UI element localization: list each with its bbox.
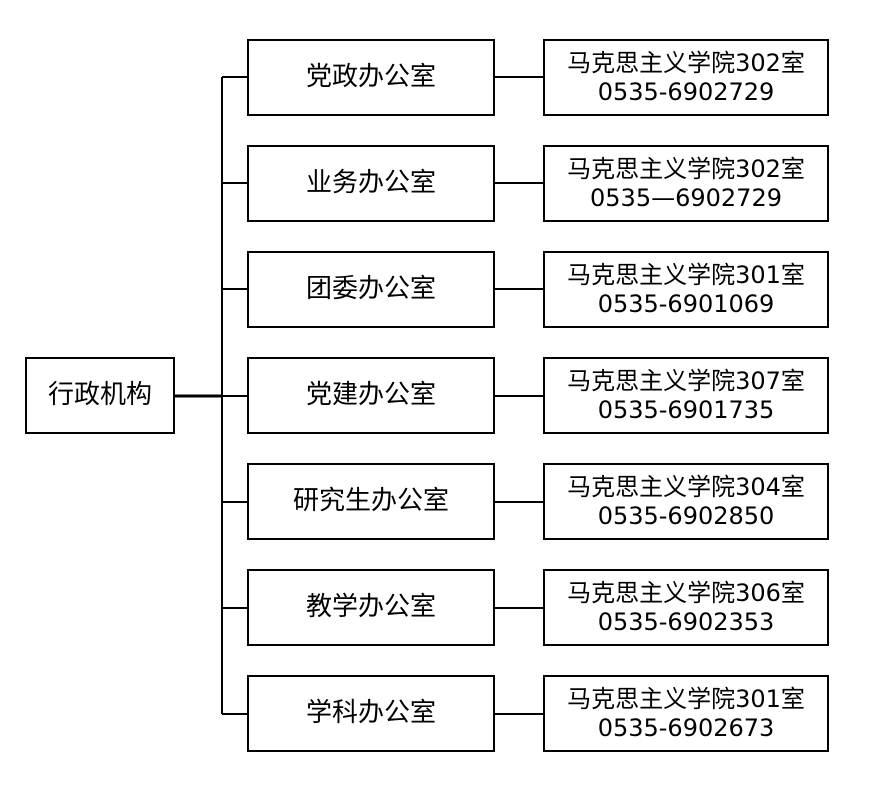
office-phone: 0535-6901735 [597, 395, 775, 424]
office-phone: 0535-6902353 [597, 607, 775, 636]
office-location: 马克思主义学院301室 [567, 684, 805, 713]
office-name: 团委办公室 [305, 273, 436, 304]
office-name: 党政办公室 [305, 61, 436, 92]
office-contact-node: 马克思主义学院301室 0535-6901069 [543, 251, 829, 328]
office-contact-node: 马克思主义学院304室 0535-6902850 [543, 463, 829, 540]
office-node: 团委办公室 [247, 251, 495, 328]
office-name: 业务办公室 [305, 167, 436, 198]
office-name: 党建办公室 [305, 379, 436, 410]
office-phone: 0535-6902673 [597, 713, 775, 742]
office-location: 马克思主义学院302室 [567, 48, 805, 77]
office-phone: 0535-6901069 [597, 289, 775, 318]
office-location: 马克思主义学院304室 [567, 472, 805, 501]
office-contact-node: 马克思主义学院302室 0535-6902729 [543, 39, 829, 116]
office-name: 教学办公室 [305, 591, 436, 622]
office-location: 马克思主义学院301室 [567, 260, 805, 289]
office-contact-node: 马克思主义学院301室 0535-6902673 [543, 675, 829, 752]
office-node: 学科办公室 [247, 675, 495, 752]
office-location: 马克思主义学院307室 [567, 366, 805, 395]
office-phone: 0535—6902729 [590, 183, 782, 212]
office-contact-node: 马克思主义学院302室 0535—6902729 [543, 145, 829, 222]
office-location: 马克思主义学院306室 [567, 578, 805, 607]
office-phone: 0535-6902850 [597, 501, 775, 530]
office-node: 党建办公室 [247, 357, 495, 434]
office-contact-node: 马克思主义学院306室 0535-6902353 [543, 569, 829, 646]
office-node: 研究生办公室 [247, 463, 495, 540]
office-contact-node: 马克思主义学院307室 0535-6901735 [543, 357, 829, 434]
office-location: 马克思主义学院302室 [567, 154, 805, 183]
root-node: 行政机构 [25, 357, 175, 434]
office-name: 研究生办公室 [292, 485, 449, 516]
office-phone: 0535-6902729 [597, 77, 775, 106]
office-node: 教学办公室 [247, 569, 495, 646]
office-node: 业务办公室 [247, 145, 495, 222]
root-label: 行政机构 [47, 379, 152, 410]
office-name: 学科办公室 [305, 697, 436, 728]
office-node: 党政办公室 [247, 39, 495, 116]
